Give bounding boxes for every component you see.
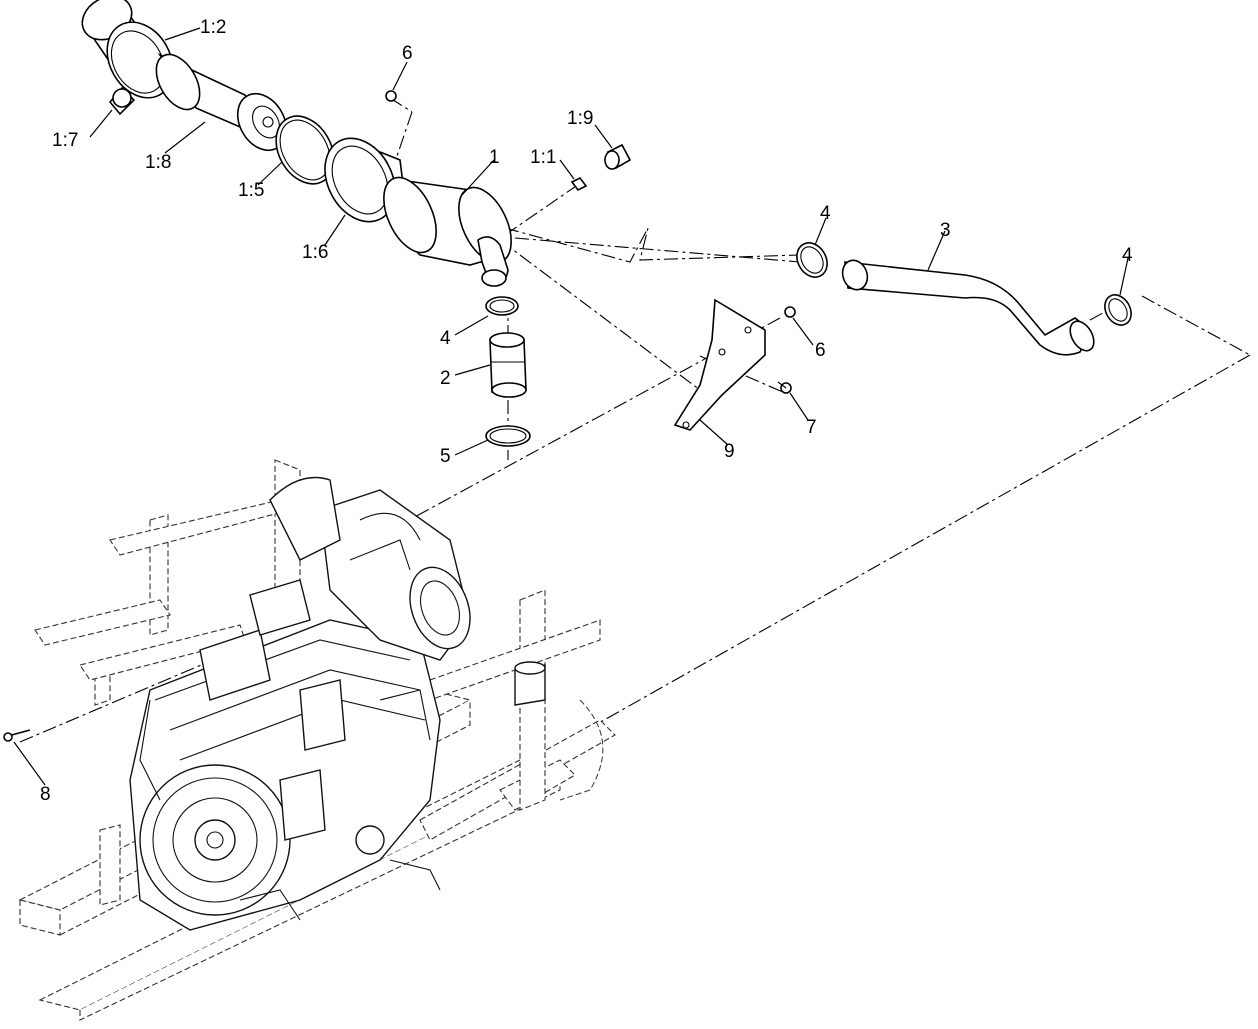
callout-1-8: 1:8	[145, 152, 171, 173]
part-1-air-cleaner	[383, 176, 512, 287]
callout-1-2: 1:2	[200, 17, 226, 38]
callout-1-6: 1:6	[302, 242, 328, 263]
callout-1-1: 1:1	[530, 147, 556, 168]
part-5-clamp	[485, 425, 531, 447]
callout-labels: 1:2 1:7 1:8 6 1:5 1:6 1 1:1 1:9 4 3 4 4 …	[40, 17, 1133, 805]
callout-3: 3	[940, 220, 951, 241]
part-4-clamp-b	[1104, 294, 1132, 326]
part-9-bracket	[673, 298, 766, 431]
part-1-7-valve	[108, 86, 136, 116]
part-6-nut-right	[784, 306, 796, 318]
part-3-hose	[841, 259, 1095, 356]
callout-1-7: 1:7	[52, 130, 78, 151]
part-7-bolt	[777, 381, 792, 394]
callout-7: 7	[806, 417, 817, 438]
callout-4-lower: 4	[440, 328, 451, 349]
part-1-8-filter	[155, 53, 288, 152]
part-1-1-fitting	[570, 176, 588, 192]
callout-4-right: 4	[1122, 245, 1133, 266]
callout-6-top: 6	[402, 43, 413, 64]
part-2-hose	[489, 332, 527, 398]
callout-4-upper: 4	[820, 203, 831, 224]
part-1-9-cap	[604, 143, 632, 170]
part-8-pin	[3, 729, 31, 742]
callout-6-right: 6	[815, 340, 826, 361]
callout-9: 9	[724, 441, 735, 462]
callout-1-9: 1:9	[567, 108, 593, 129]
part-1-5-oring	[275, 115, 335, 185]
part-4-clamp-c	[485, 296, 519, 316]
callout-1: 1	[489, 147, 500, 168]
callout-2: 2	[440, 368, 451, 389]
engine-frame-assembly	[18, 459, 616, 1021]
callout-1-5: 1:5	[238, 180, 264, 201]
callout-5: 5	[440, 446, 451, 467]
leader-lines	[13, 27, 1129, 786]
part-6-nut-top	[385, 90, 397, 102]
part-1-2-cover	[81, 0, 174, 99]
callout-8: 8	[40, 784, 51, 805]
part-4-clamp-a	[796, 242, 828, 278]
